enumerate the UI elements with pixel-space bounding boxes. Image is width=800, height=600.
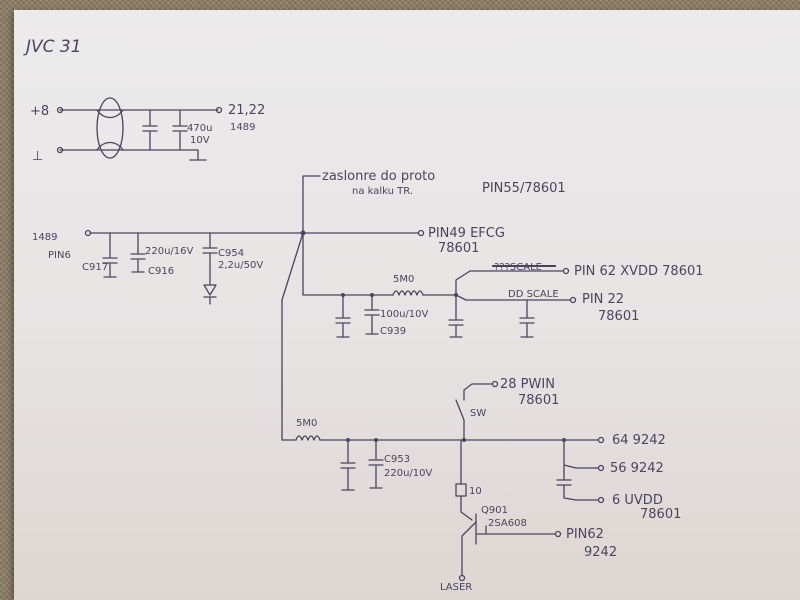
terminal-21-22 (215, 106, 223, 114)
terminal-plus8 (56, 106, 64, 114)
label-note-line2: na kalku TR. (352, 186, 413, 197)
label-in-1489: 1489 (32, 232, 57, 243)
label-r-5m10-a: 5M0 (393, 274, 414, 285)
label-r-10: 10 (469, 486, 482, 497)
label-c916: C916 (148, 266, 174, 277)
cap-c953 (368, 439, 384, 489)
label-c939-val: 100u/10V (380, 309, 429, 320)
terminal-pin28 (491, 380, 499, 388)
label-pin62-9242-b: 9242 (584, 545, 617, 560)
label-c954-val: 2,2u/50V (218, 260, 263, 271)
label-laser: LASER (440, 582, 472, 593)
wire-ground-rail (59, 149, 207, 161)
cap-xvdd (448, 294, 464, 338)
cap-pin22 (519, 299, 535, 338)
terminal-pin62-9242 (554, 530, 562, 538)
wire-to-pin62-xvdd (455, 270, 564, 296)
label-pin64-9242: 64 9242 (612, 433, 666, 448)
label-note-line1: zaslonre do proto (322, 169, 435, 184)
label-ground: ⊥ (32, 149, 43, 164)
main-supply-line: 1489 PIN6 C917 220u/16V C916 C954 2,2u/5… (32, 169, 566, 305)
wire-note-branch (302, 175, 321, 234)
label-c939: C939 (380, 326, 406, 337)
label-pin22: PIN 22 (582, 292, 624, 307)
label-in-pin6: PIN6 (48, 250, 71, 261)
label-sw: SW (470, 408, 486, 419)
cap-c939 (364, 294, 380, 335)
label-c916-val: 220u/16V (145, 246, 194, 257)
label-ref-78601-b: 78601 (598, 309, 639, 324)
wire-56-uvdd (556, 439, 599, 501)
cap-branch-1 (335, 294, 351, 338)
label-c917: C917 (82, 262, 108, 273)
label-ref-78601-a: 78601 (438, 241, 479, 256)
cap-470u (172, 109, 188, 151)
label-pin55-78601: PIN55/78601 (482, 181, 566, 196)
terminal-pin62-xvdd (562, 267, 570, 275)
xvdd-branch: 100u/10V C939 5M0 ???SCALE PIN 62 XVDD 7… (302, 232, 704, 338)
label-c953: C953 (384, 454, 410, 465)
label-pin6-uvdd: 6 UVDD (612, 493, 663, 508)
wire-laser-branch (281, 232, 304, 441)
label-ref-1489-top: 1489 (230, 122, 255, 133)
label-cap-10v: 10V (190, 135, 210, 146)
terminal-pin64 (597, 436, 605, 444)
paper-sheet (14, 10, 800, 600)
cap-c954-with-diode (202, 232, 218, 305)
label-pin62-xvdd-78601: PIN 62 XVDD 78601 (574, 264, 704, 279)
wire-xvdd-branch (302, 232, 394, 296)
terminal-pin6-uvdd (597, 496, 605, 504)
label-struck: ???SCALE (494, 262, 542, 273)
label-pin28-pwin: 28 PWIN (500, 377, 555, 392)
label-plus8: +8 (30, 104, 49, 119)
terminal-pin22 (569, 296, 577, 304)
label-c953-val: 220u/10V (384, 468, 433, 479)
terminal-pin49 (417, 229, 425, 237)
label-q901-part: 2SA608 (488, 518, 527, 529)
label-ref-78601-d: 78601 (640, 507, 681, 522)
cap-lower-1 (340, 439, 356, 491)
label-pin62-9242-a: PIN62 (566, 527, 604, 542)
laser-branch: 5M0 64 9242 C953 220u/10V SW 28 PWIN 786… (281, 232, 681, 593)
choke-core (96, 97, 124, 159)
label-pin56-9242: 56 9242 (610, 461, 664, 476)
terminal-pin56 (597, 464, 605, 472)
cap-top-1 (142, 109, 158, 151)
label-ref-78601-c: 78601 (518, 393, 559, 408)
diagram-title: JVC 31 (23, 37, 82, 57)
label-q901: Q901 (481, 505, 508, 516)
label-c954: C954 (218, 248, 244, 259)
terminal-ground (56, 146, 64, 154)
wire-to-pin22 (455, 294, 571, 301)
inductor-5m10-a (392, 290, 424, 296)
terminal-laser (458, 574, 466, 582)
label-pin49-efcg: PIN49 EFCG (428, 226, 505, 241)
inductor-5m10-b (295, 435, 321, 441)
label-out-21-22: 21,22 (228, 103, 265, 118)
cap-c916 (130, 232, 146, 273)
choke-windings (96, 109, 124, 151)
input-filter-block: +8 ⊥ 470u 10V 21,22 1489 (30, 97, 265, 164)
switch-sw (455, 383, 493, 441)
resistor-10 (455, 439, 473, 521)
cap-c917 (102, 232, 118, 278)
label-cap-470u: 470u (187, 123, 212, 134)
label-r-5m10-b: 5M0 (296, 418, 317, 429)
transistor-q901 (461, 513, 556, 576)
label-dd-scale: DD SCALE (508, 289, 559, 300)
